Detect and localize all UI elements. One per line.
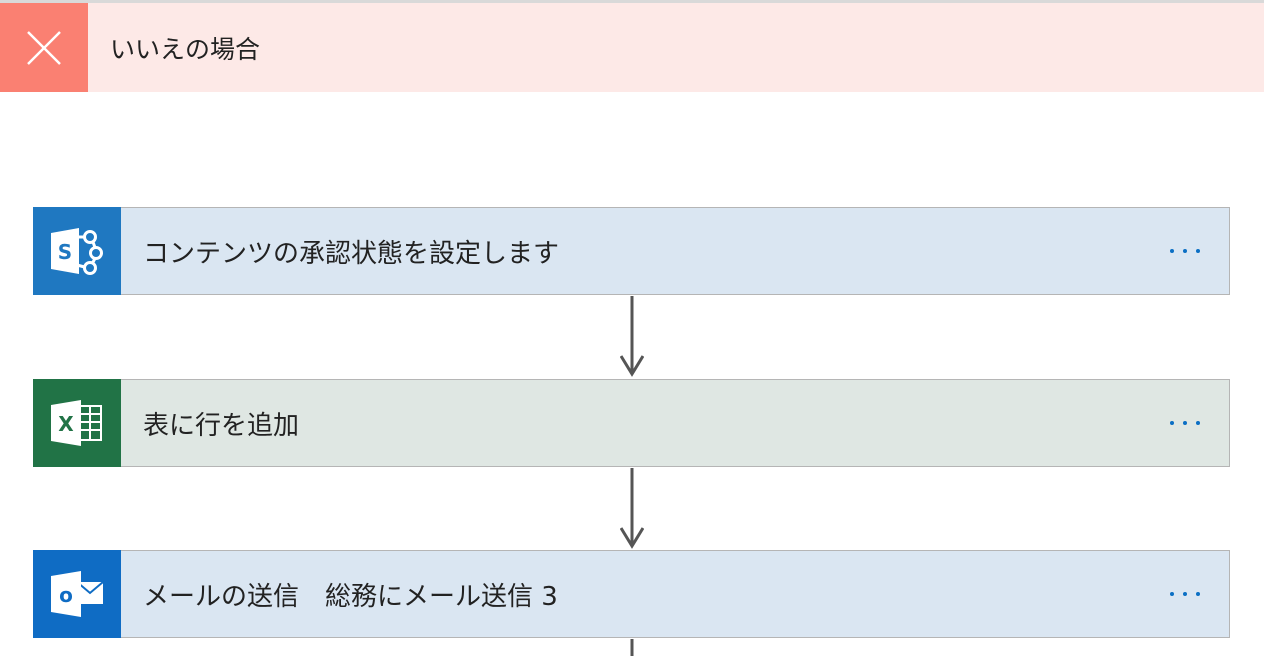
ellipsis-dot xyxy=(1196,249,1200,253)
action-title: メールの送信 総務にメール送信 3 xyxy=(143,581,558,612)
ellipsis-dot xyxy=(1183,592,1187,596)
more-options-button[interactable] xyxy=(1155,574,1215,614)
ellipsis-dot xyxy=(1196,592,1200,596)
flow-connector-arrow xyxy=(620,296,644,380)
arrow-down-icon xyxy=(620,296,644,377)
outlook-icon: o xyxy=(51,570,104,617)
ellipsis-icon xyxy=(1170,592,1174,596)
ellipsis-dot xyxy=(1183,421,1187,425)
excel-icon: X xyxy=(51,399,102,446)
connector-line xyxy=(630,639,634,656)
flow-connector-line xyxy=(620,639,644,656)
flow-connector-arrow xyxy=(620,468,644,550)
no-branch-title: いいえの場合 xyxy=(110,34,261,64)
no-branch-icon-box xyxy=(0,3,88,92)
ellipsis-dot xyxy=(1196,421,1200,425)
sharepoint-icon-box: S xyxy=(33,206,121,295)
ellipsis-icon xyxy=(1170,249,1174,253)
action-title: コンテンツの承認状態を設定します xyxy=(143,238,560,269)
action-card-add-row-to-table[interactable]: X 表に行を追加 xyxy=(33,378,1230,467)
action-title: 表に行を追加 xyxy=(143,410,300,441)
ellipsis-dot xyxy=(1183,249,1187,253)
svg-text:S: S xyxy=(58,240,72,264)
top-divider xyxy=(0,0,1264,3)
outlook-icon-box: o xyxy=(33,549,121,638)
svg-text:o: o xyxy=(59,583,73,607)
excel-icon-box: X xyxy=(33,378,121,467)
more-options-button[interactable] xyxy=(1155,403,1215,443)
svg-text:X: X xyxy=(58,412,74,436)
sharepoint-icon: S xyxy=(51,227,103,275)
action-card-send-email[interactable]: o メールの送信 総務にメール送信 3 xyxy=(33,549,1230,638)
ellipsis-icon xyxy=(1170,421,1174,425)
no-branch-header[interactable]: いいえの場合 xyxy=(0,3,1264,92)
more-options-button[interactable] xyxy=(1155,231,1215,271)
arrow-down-icon xyxy=(620,468,644,549)
action-card-set-content-approval[interactable]: S コンテンツの承認状態を設定します xyxy=(33,206,1230,295)
close-icon xyxy=(27,30,61,65)
